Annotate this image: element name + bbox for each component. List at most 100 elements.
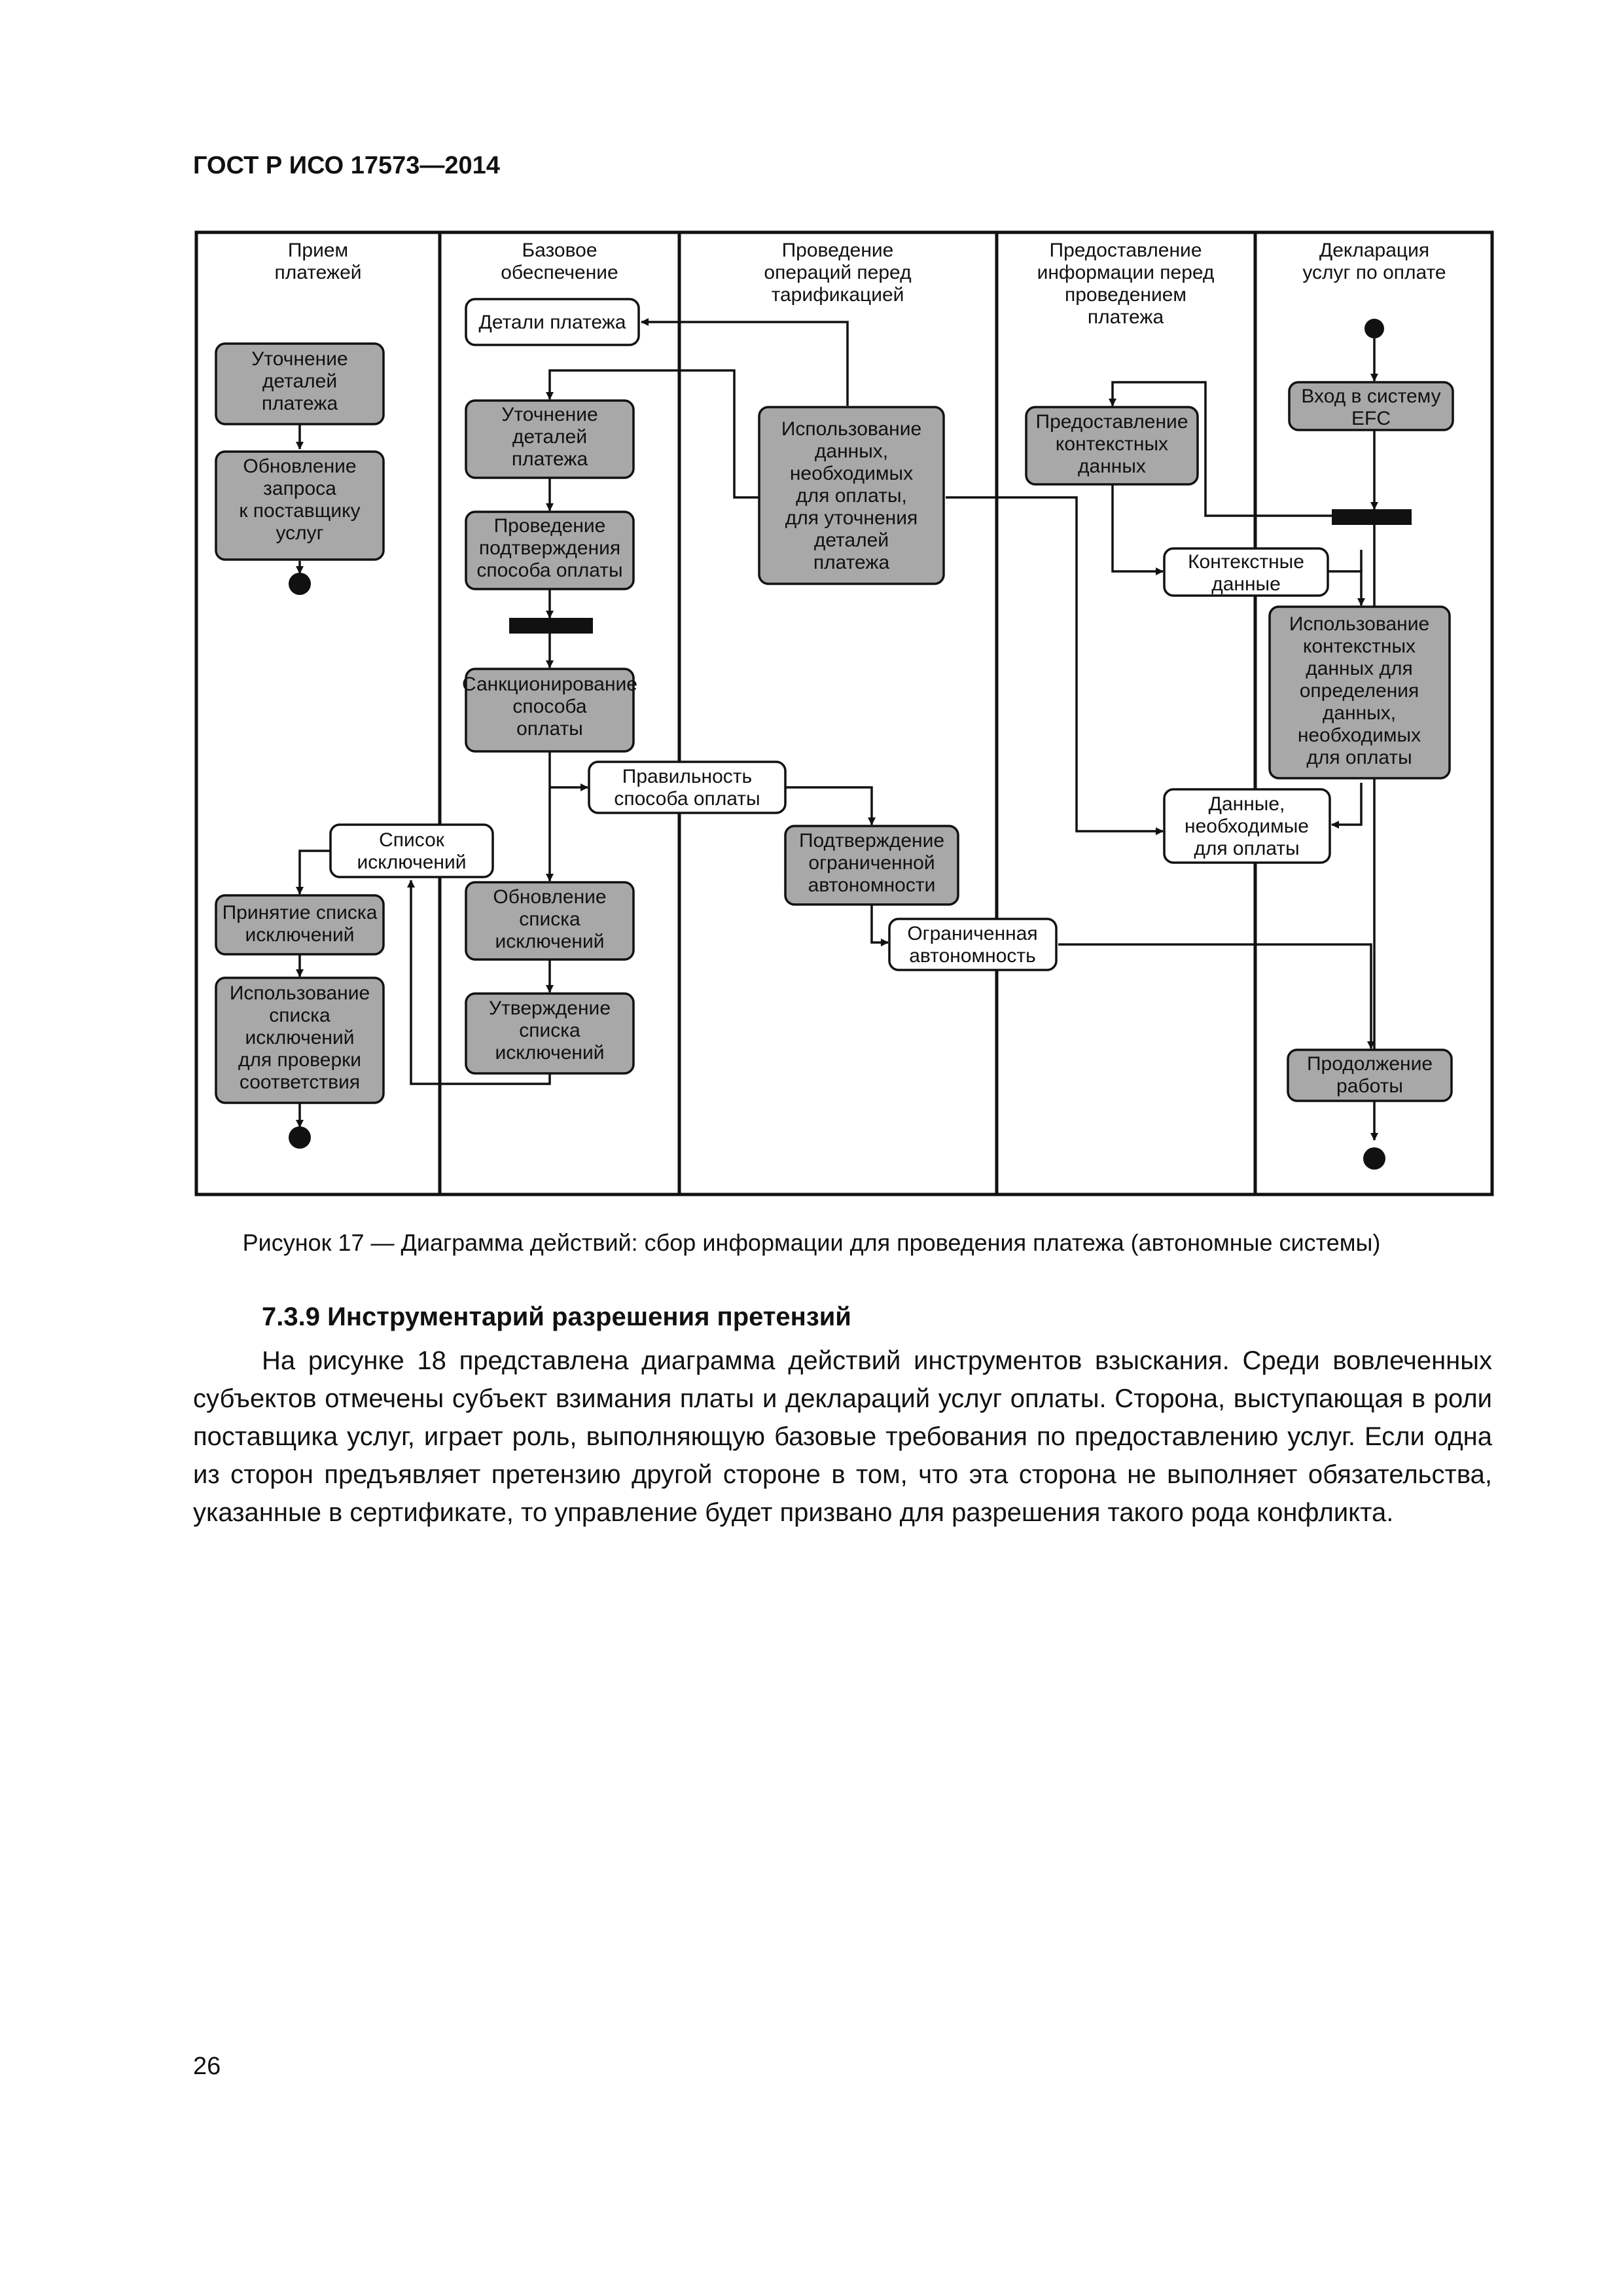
diagram-label-line: к поставщику xyxy=(239,500,360,522)
diagram-label-line: данных xyxy=(1078,456,1146,477)
flow-arrow xyxy=(870,905,889,946)
diagram-label-line: проведением xyxy=(1065,284,1186,306)
diagram-label-line: платежа xyxy=(262,393,338,414)
diagram-label-line: для уточнения xyxy=(785,507,918,529)
diagram-label-line: ограниченной xyxy=(808,852,935,874)
diagram-label-line: Уточнение xyxy=(501,404,597,425)
diagram-label-line: платежей xyxy=(274,262,361,283)
diagram-label-line: тарификацией xyxy=(772,284,904,306)
diagram-label-line: данные xyxy=(1211,573,1281,595)
svg-text:Детали платежа: Детали платежа xyxy=(479,312,626,333)
diagram-label-line: Использование xyxy=(1289,613,1429,635)
flow-arrow xyxy=(946,496,1164,835)
diagram-label-line: контекстных xyxy=(1303,636,1416,657)
diagram-label-line: исключений xyxy=(245,1027,355,1049)
flow-arrow xyxy=(407,880,551,1085)
flow-arrow xyxy=(1331,783,1363,829)
diagram-label-line: Предоставление xyxy=(1050,240,1202,261)
diagram-label-line: подтверждения xyxy=(479,537,620,559)
diagram-label-line: платежа xyxy=(1088,306,1164,328)
diagram-label-line: Подтверждение xyxy=(799,830,944,852)
initial-node xyxy=(1364,319,1384,338)
diagram-label-line: исключений xyxy=(357,852,467,873)
diagram-label-line: Правильность xyxy=(622,766,752,787)
diagram-label-line: Обновление xyxy=(243,456,356,477)
body-paragraph: На рисунке 18 представлена диаграмма дей… xyxy=(193,1346,1492,1527)
document-header: ГОСТ Р ИСО 17573—2014 xyxy=(193,152,500,179)
diagram-label-line: способа оплаты xyxy=(476,560,622,581)
diagram-label-line: операций перед xyxy=(764,262,911,283)
diagram-label-line: обеспечение xyxy=(501,262,618,283)
diagram-label-line: Принятие списка xyxy=(223,902,378,924)
diagram-label-line: Продолжение xyxy=(1307,1053,1433,1075)
diagram-frame xyxy=(194,230,1494,1196)
flow-arrow xyxy=(1329,570,1365,606)
diagram-label-line: для оплаты, xyxy=(796,485,907,507)
diagram-label-line: для оплаты xyxy=(1194,838,1299,859)
section-heading: 7.3.9 Инструментарий разрешения претензи… xyxy=(262,1302,851,1331)
diagram-label-line: определения xyxy=(1300,680,1419,702)
diagram-label-line: данных для xyxy=(1306,658,1412,679)
final-node xyxy=(1363,1147,1385,1170)
diagram-label-line: автономности xyxy=(808,874,936,896)
diagram-label-line: деталей xyxy=(814,529,889,551)
diagram-label-line: EFC xyxy=(1351,408,1391,429)
diagram-label-line: платежа xyxy=(512,448,588,470)
diagram-label-line: услуг xyxy=(276,522,323,544)
diagram-label-line: услуг по оплате xyxy=(1302,262,1446,283)
diagram-label-line: Детали платежа xyxy=(479,312,626,333)
diagram-label-line: исключений xyxy=(245,924,355,946)
flow-arrow xyxy=(1058,943,1375,1049)
diagram-label-line: платежа xyxy=(813,552,890,573)
diagram-label-line: данных, xyxy=(815,440,888,462)
diagram-label-line: контекстных xyxy=(1056,433,1168,455)
flow-arrow xyxy=(1109,381,1335,517)
diagram-label-line: Использование xyxy=(781,418,921,440)
diagram-label-line: Контекстные xyxy=(1188,551,1304,573)
flow-arrow xyxy=(1111,484,1164,575)
diagram-label-line: деталей xyxy=(512,426,587,448)
diagram-label-line: Проведение xyxy=(782,240,894,261)
flow-arrow xyxy=(296,850,330,895)
diagram-label-line: способа оплаты xyxy=(614,788,760,810)
figure-caption: Рисунок 17 — Диаграмма действий: сбор ин… xyxy=(242,1229,1381,1256)
diagram-label-line: Использование xyxy=(230,982,370,1004)
diagram-label-line: Предоставление xyxy=(1036,411,1188,433)
diagram-label-line: автономность xyxy=(909,945,1036,967)
diagram-label-line: для проверки xyxy=(238,1049,361,1071)
diagram-label-line: запроса xyxy=(263,478,336,499)
diagram-label-line: способа xyxy=(512,696,586,717)
diagram-label-line: Прием xyxy=(288,240,348,261)
